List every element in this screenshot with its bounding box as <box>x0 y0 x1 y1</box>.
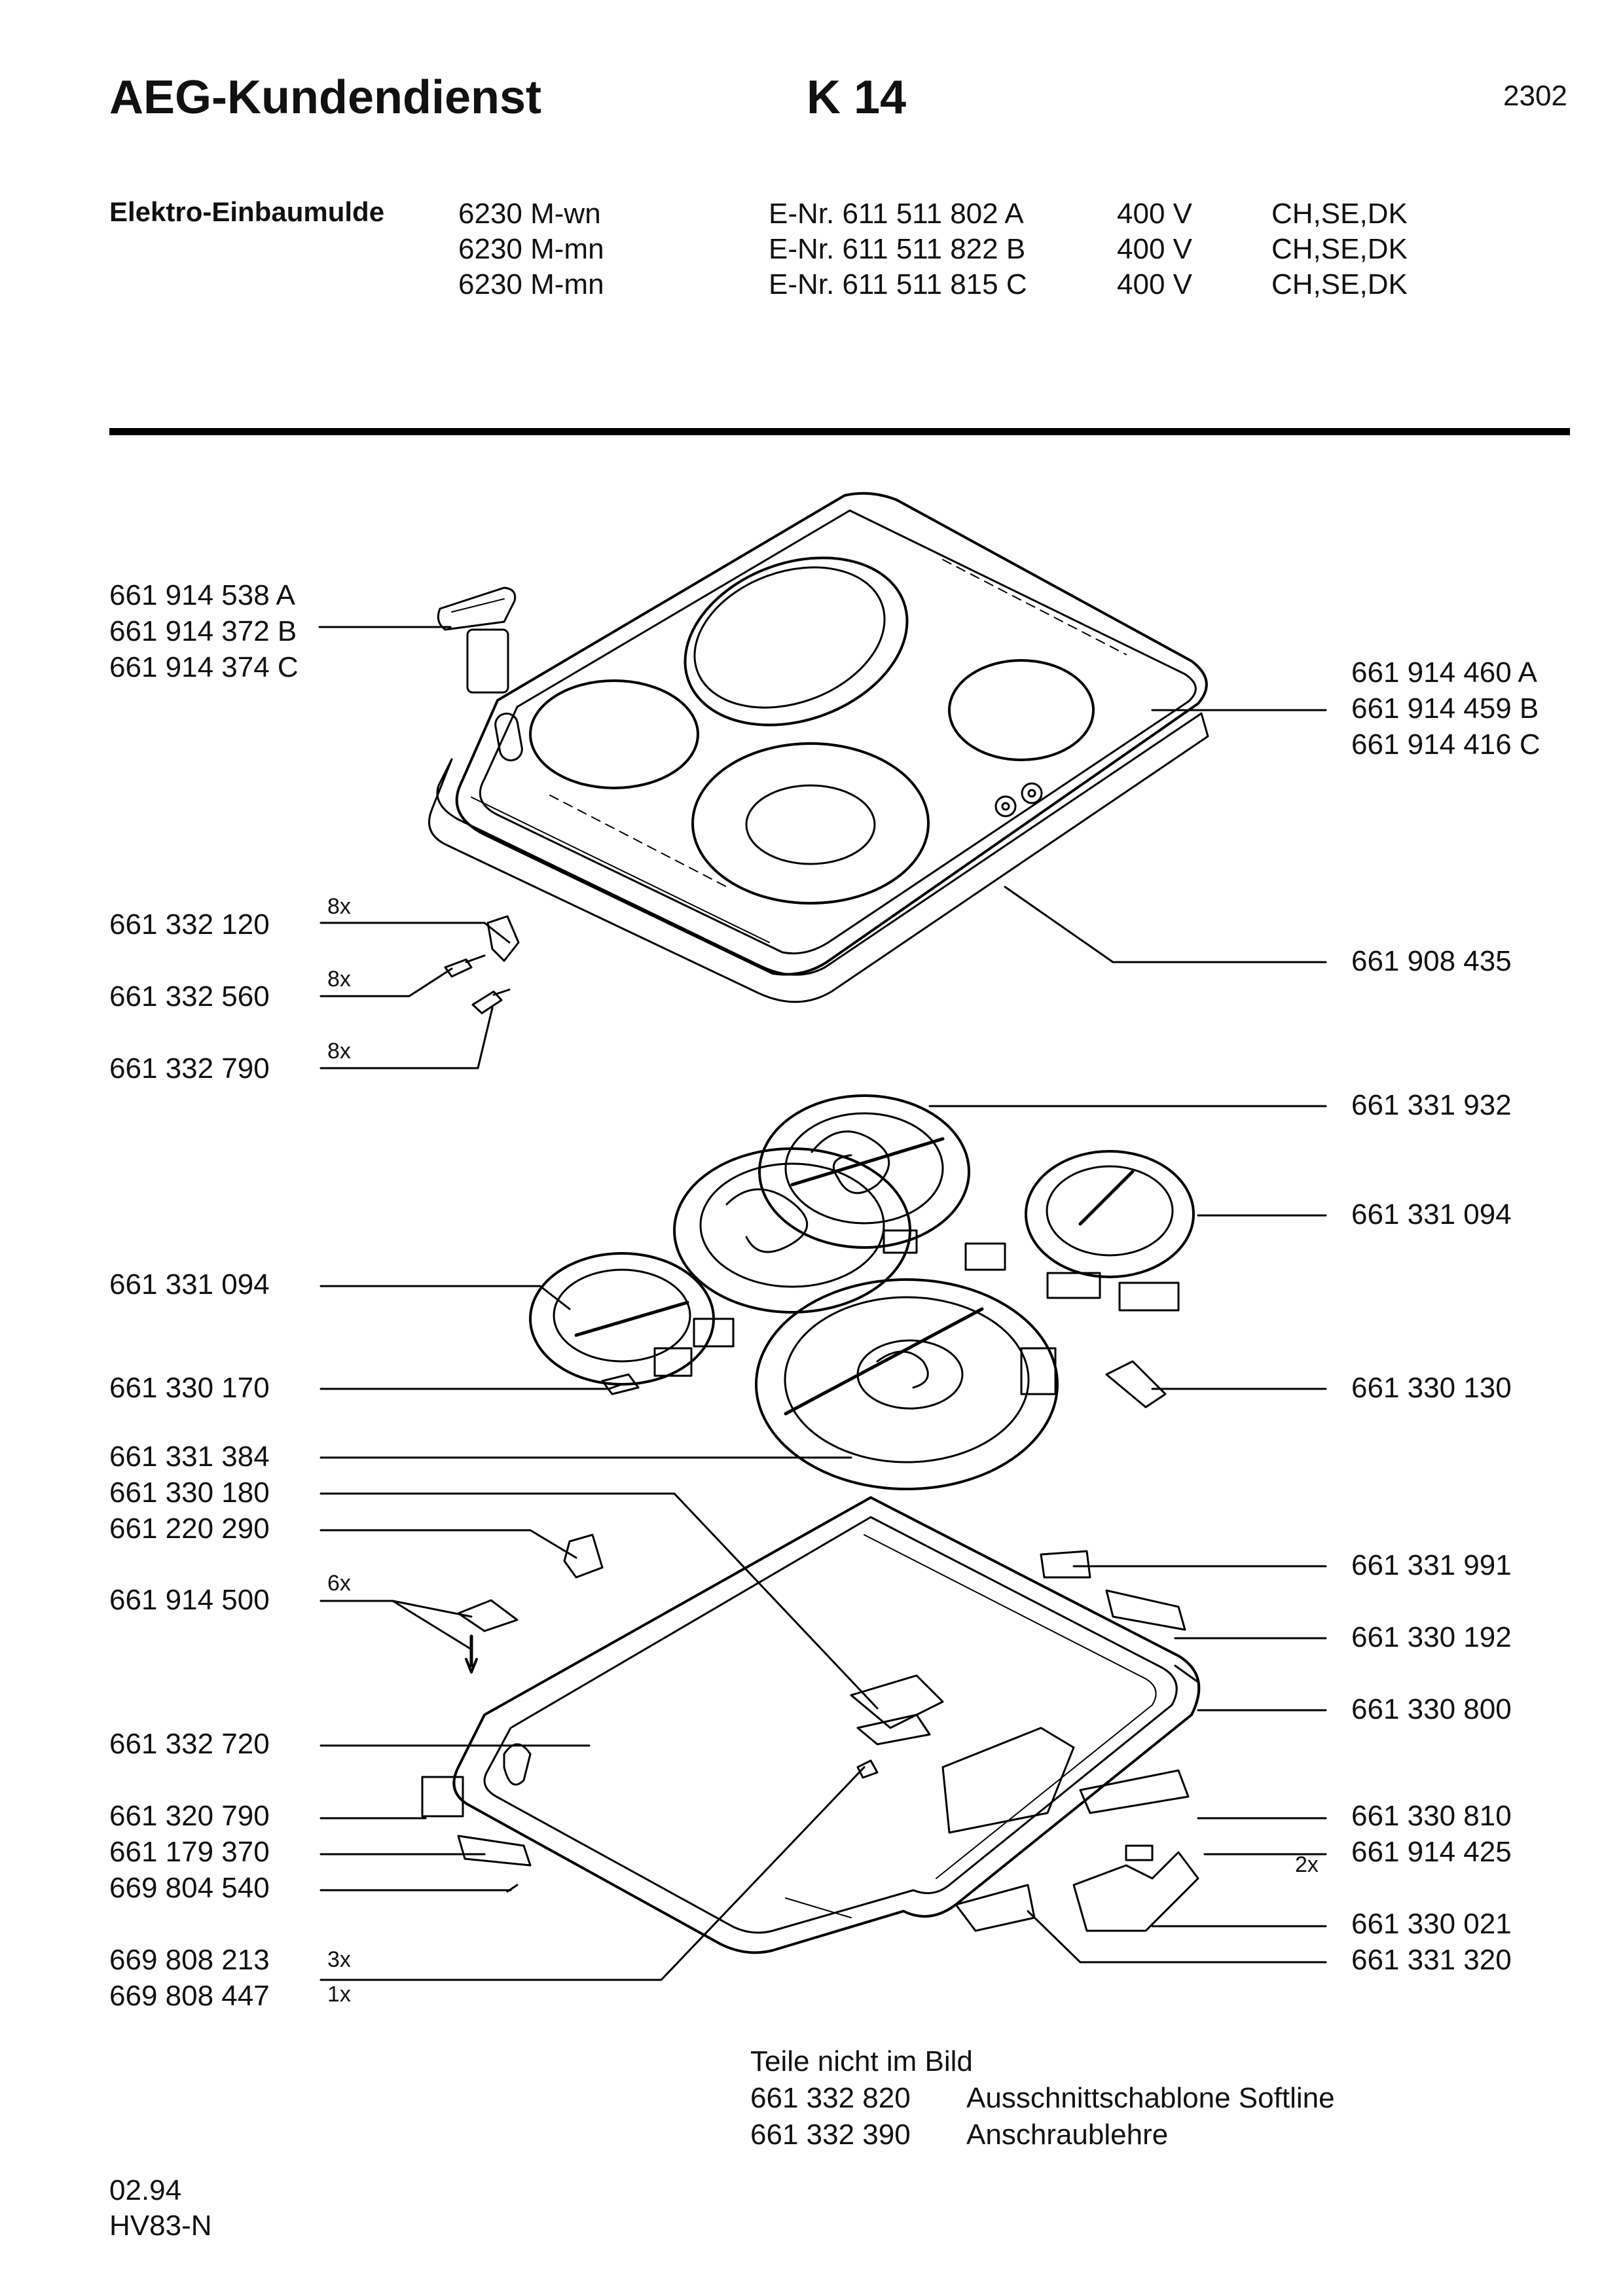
part-label: 661 330 800 <box>1351 1693 1512 1725</box>
part-number: 661 332 820 <box>750 2082 911 2114</box>
part-label: 661 331 094 <box>1351 1198 1512 1230</box>
fixing-clips <box>444 915 520 1014</box>
part-label: 661 914 460 A <box>1351 656 1537 689</box>
part-label: 661 332 790 <box>109 1052 270 1085</box>
brand-title: AEG-Kundendienst <box>109 71 541 124</box>
model-enr: E-Nr. 611 511 815 C <box>769 268 1027 300</box>
model-name: 6230 M-mn <box>458 233 604 265</box>
parts-not-shown-title: Teile nicht im Bild <box>750 2045 973 2077</box>
part-label: 661 914 538 A <box>109 579 295 611</box>
part-label: 661 908 435 <box>1351 945 1512 977</box>
part-label: 661 914 500 <box>109 1584 270 1616</box>
part-label: 661 914 416 C <box>1351 728 1541 761</box>
part-description: Anschraublehre <box>966 2119 1169 2151</box>
model-row: 6230 M-mn E-Nr. 611 511 815 C 400 V CH,S… <box>458 267 1408 302</box>
product-type: Elektro-Einbaumulde <box>109 196 385 227</box>
model-voltage: 400 V <box>1117 268 1192 300</box>
list-item: 661 332 820 Ausschnittschablone Softline <box>750 2080 1335 2117</box>
part-label: 661 914 374 C <box>109 651 299 683</box>
part-label: 661 914 425 <box>1351 1836 1512 1868</box>
part-label: 669 808 213 <box>109 1944 270 1976</box>
glass-ceramic-top <box>428 492 1209 1003</box>
model-voltage: 400 V <box>1117 233 1192 265</box>
part-label: 661 330 130 <box>1351 1372 1512 1404</box>
model-name: 6230 M-mn <box>458 268 604 300</box>
part-label: 661 220 290 <box>109 1513 270 1545</box>
model-voltage: 400 V <box>1117 198 1192 230</box>
part-label: 661 914 459 B <box>1351 692 1539 725</box>
part-label: 669 808 447 <box>109 1980 270 2012</box>
part-label: 661 330 192 <box>1351 1621 1512 1653</box>
part-label: 661 331 094 <box>109 1268 270 1300</box>
element-clip <box>1105 1360 1167 1408</box>
part-label: 661 320 790 <box>109 1800 270 1832</box>
footer-code: HV83-N <box>109 2210 212 2242</box>
model-row: 6230 M-mn E-Nr. 611 511 822 B 400 V CH,S… <box>458 232 1408 267</box>
small-parts <box>421 1534 1199 1932</box>
part-label: 661 331 320 <box>1351 1944 1512 1976</box>
part-label: 661 330 021 <box>1351 1908 1512 1940</box>
document-code: K 14 <box>807 71 907 124</box>
parts-not-shown: Teile nicht im Bild 661 332 820 Ausschni… <box>750 2043 1335 2153</box>
model-countries: CH,SE,DK <box>1271 268 1408 300</box>
part-label: 661 332 120 <box>109 908 270 941</box>
quantity-label: 8x <box>327 894 351 919</box>
footer-date: 02.94 <box>109 2174 182 2206</box>
part-label: 661 914 372 B <box>109 615 297 647</box>
part-label: 661 330 180 <box>109 1477 270 1509</box>
quantity-label: 2x <box>1295 1852 1319 1877</box>
part-label: 669 804 540 <box>109 1872 270 1904</box>
quantity-label: 1x <box>327 1982 351 2007</box>
part-label: 661 331 384 <box>109 1441 270 1473</box>
part-label: 661 330 810 <box>1351 1800 1512 1832</box>
model-countries: CH,SE,DK <box>1271 233 1408 265</box>
list-item: 661 332 390 Anschraublehre <box>750 2117 1335 2153</box>
part-label: 661 332 560 <box>109 980 270 1013</box>
quantity-label: 8x <box>327 967 351 992</box>
quantity-label: 6x <box>327 1571 351 1596</box>
model-table: 6230 M-wn E-Nr. 611 511 802 A 400 V CH,S… <box>458 196 1408 302</box>
page-number: 2302 <box>1503 80 1567 112</box>
control-knob <box>437 586 517 694</box>
part-label: 661 179 370 <box>109 1836 270 1868</box>
header-rule <box>109 428 1570 435</box>
model-enr: E-Nr. 611 511 802 A <box>769 198 1024 230</box>
part-label: 661 331 932 <box>1351 1089 1512 1121</box>
model-row: 6230 M-wn E-Nr. 611 511 802 A 400 V CH,S… <box>458 196 1408 232</box>
quantity-label: 8x <box>327 1039 351 1064</box>
model-countries: CH,SE,DK <box>1271 198 1408 230</box>
heating-elements <box>529 1094 1195 1490</box>
part-label: 661 331 991 <box>1351 1549 1512 1581</box>
model-enr: E-Nr. 611 511 822 B <box>769 233 1026 265</box>
model-name: 6230 M-wn <box>458 198 601 230</box>
quantity-label: 3x <box>327 1947 351 1972</box>
part-label: 661 330 170 <box>109 1372 270 1404</box>
leader-lines <box>318 626 1327 1981</box>
frame-tray <box>452 1496 1201 1954</box>
part-description: Ausschnittschablone Softline <box>966 2082 1335 2114</box>
part-number: 661 332 390 <box>750 2119 911 2151</box>
cooking-zones <box>494 556 1127 905</box>
part-label: 661 332 720 <box>109 1728 270 1760</box>
